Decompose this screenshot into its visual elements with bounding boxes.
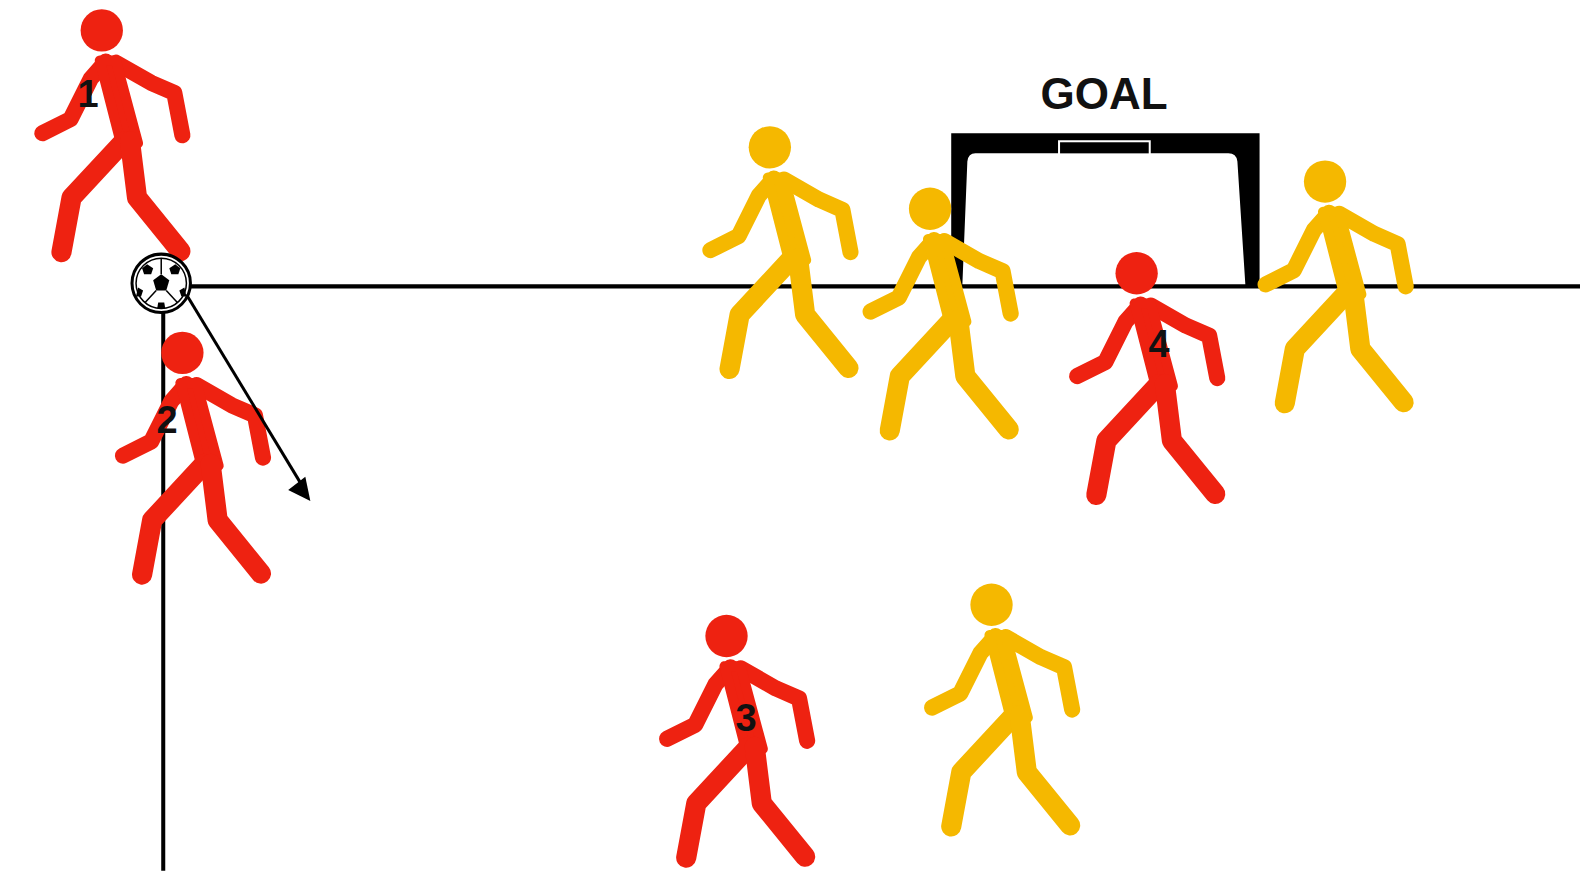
- red-player: [667, 615, 807, 858]
- callout-number: 3: [735, 699, 756, 737]
- goal-line: [161, 284, 1580, 288]
- red-player: [1077, 252, 1217, 495]
- soccer-ball: [132, 254, 190, 312]
- pass-arrow: [186, 294, 310, 501]
- touch-line: [161, 286, 165, 870]
- yellow-player: [932, 584, 1072, 827]
- goal-label: GOAL: [1040, 72, 1167, 116]
- red-player: [42, 9, 182, 252]
- yellow-player: [1266, 160, 1406, 403]
- yellow-player: [871, 188, 1011, 431]
- callout-number: 2: [156, 401, 177, 439]
- callout-number: 1: [77, 75, 98, 113]
- red-player: [123, 332, 263, 575]
- yellow-player: [710, 126, 850, 369]
- callout-number: 4: [1148, 325, 1169, 363]
